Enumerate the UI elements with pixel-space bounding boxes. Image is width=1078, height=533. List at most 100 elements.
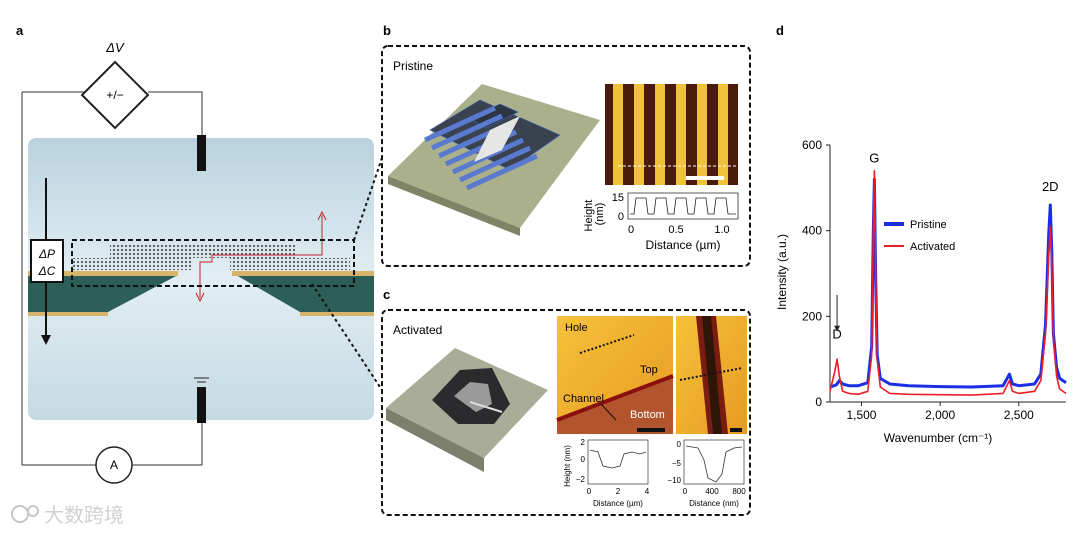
ion-arrow-up	[317, 210, 327, 221]
panel-a-label: a	[16, 23, 24, 38]
panel-b: b Pristine	[381, 23, 751, 267]
profile-c-left-ytick-0: 0	[581, 455, 586, 464]
zoom-box	[71, 239, 355, 287]
afm-stripes	[613, 84, 728, 185]
graphene-stack-top	[110, 244, 296, 258]
ion-pathway	[199, 215, 323, 298]
chart-ytick-label: 200	[802, 309, 822, 323]
ion-arrow-down	[195, 292, 205, 303]
profile-c-right-axes	[683, 439, 745, 485]
device-c-channel	[469, 401, 503, 413]
ammeter-label: A	[110, 458, 118, 472]
water-chamber	[28, 138, 374, 420]
circuit-wire	[21, 91, 203, 466]
device-c-hole	[454, 382, 492, 412]
panel-c: c Activated Hole Top Channel Bottom Heig…	[381, 287, 751, 516]
panel-b-frame	[381, 45, 751, 267]
profile-c-right-ytick-m5: −5	[672, 459, 682, 468]
profile-c-left-xtick-2: 2	[616, 487, 621, 496]
profile-c-right-ytick-0: 0	[677, 440, 682, 449]
profile-c-right-xtick-400: 400	[705, 487, 719, 496]
chart-ytick-label: 0	[815, 395, 822, 409]
watermark-logo-icon	[11, 505, 29, 523]
profile-b-xtick-05: 0.5	[668, 224, 683, 236]
peak-label-2d: 2D	[1042, 179, 1059, 194]
device-c-side	[386, 408, 484, 472]
voltage-source	[80, 60, 150, 130]
gradient-box	[30, 239, 64, 283]
peak-label-d: D	[832, 326, 841, 341]
profile-b-xtick-0: 0	[628, 224, 634, 236]
afm-left-pointer	[600, 403, 617, 421]
legend-label: Pristine	[910, 219, 947, 231]
profile-c-right-xtick-800: 800	[732, 487, 746, 496]
profile-c-right-ytick-m10: −10	[667, 476, 681, 485]
connector-line-b	[353, 157, 383, 241]
watermark: 大数跨境	[11, 504, 124, 527]
watermark-text: 大数跨境	[44, 504, 124, 527]
chart-axes	[829, 145, 1066, 403]
profile-c-right-trace	[685, 445, 743, 483]
profile-b-xtick-10: 1.0	[714, 224, 729, 236]
afm-right-scan-line	[679, 367, 743, 381]
profile-b-axes	[627, 192, 739, 220]
profile-c-left-ytick-m2: −2	[576, 475, 586, 484]
profile-b-ytick-0: 0	[618, 211, 624, 223]
afm-label-hole: Hole	[565, 322, 588, 334]
profile-c-left-xtick-0: 0	[587, 487, 592, 496]
substrate	[28, 275, 178, 312]
ground-icon	[194, 377, 209, 383]
afm-left-channel-edge	[556, 374, 674, 422]
device-stripes	[423, 105, 539, 191]
profile-b-xlabel: Distance (µm)	[646, 238, 721, 252]
scale-bar-b	[686, 176, 724, 180]
chart-series-line	[829, 177, 1067, 389]
voltage-source-symbol: +/−	[106, 88, 123, 102]
profile-b-ylabel: Height (nm)	[583, 197, 606, 232]
concentration-label: ΔC	[38, 264, 56, 278]
chart-series-line	[829, 169, 1067, 396]
panel-b-label: b	[383, 23, 391, 38]
panel-c-label: c	[383, 287, 390, 302]
chart-ytick-label: 600	[802, 138, 822, 152]
profile-c-left-axes	[587, 439, 649, 485]
profile-c-left-xlabel: Distance (µm)	[593, 499, 643, 508]
profile-b-ylabel-line2: (nm)	[594, 203, 606, 226]
afm-left-bottom-region	[557, 376, 673, 434]
gold-layer-bottom-right	[300, 312, 374, 316]
profile-c-left-xtick-4: 4	[645, 487, 650, 496]
panel-a: a +/− ΔV ΔP ΔC	[16, 23, 383, 484]
voltage-label: ΔV	[105, 40, 125, 55]
peak-d-arrowhead	[834, 325, 841, 332]
panel-d-label: d	[776, 23, 784, 38]
scale-bar-c-right	[730, 428, 742, 432]
chart-xtick-label: 1,500	[846, 408, 876, 422]
afm-right-trench-core	[702, 316, 722, 434]
afm-image-pristine	[605, 84, 738, 185]
gold-layer-bottom	[28, 312, 108, 316]
peak-label-g: G	[869, 151, 879, 166]
gold-layer-top-right	[232, 271, 374, 276]
gradient-arrowhead	[41, 335, 51, 345]
profile-c-left-ylabel: Height (nm)	[563, 445, 572, 487]
chart-xtick-label: 2,500	[1004, 408, 1034, 422]
profile-b-ytick-15: 15	[612, 192, 624, 204]
legend-label: Activated	[910, 241, 955, 253]
profile-b-trace	[630, 197, 736, 215]
afm-left-scan-line	[579, 334, 635, 354]
ammeter	[95, 446, 133, 484]
panel-c-frame	[381, 309, 751, 516]
watermark-logo-icon-2	[27, 505, 39, 517]
afm-label-top: Top	[640, 364, 658, 376]
chart-ytick-label: 400	[802, 224, 822, 238]
electrode-bottom	[197, 387, 206, 423]
substrate-right	[236, 275, 374, 312]
chart-ylabel: Intensity (a.u.)	[775, 234, 789, 310]
profile-c-left-ytick-2: 2	[581, 438, 586, 447]
panel-b-title: Pristine	[393, 59, 433, 73]
afm-label-channel: Channel	[563, 393, 604, 405]
chart-xlabel: Wavenumber (cm⁻¹)	[884, 431, 993, 445]
profile-b-ylabel-line1: Height	[583, 200, 595, 232]
